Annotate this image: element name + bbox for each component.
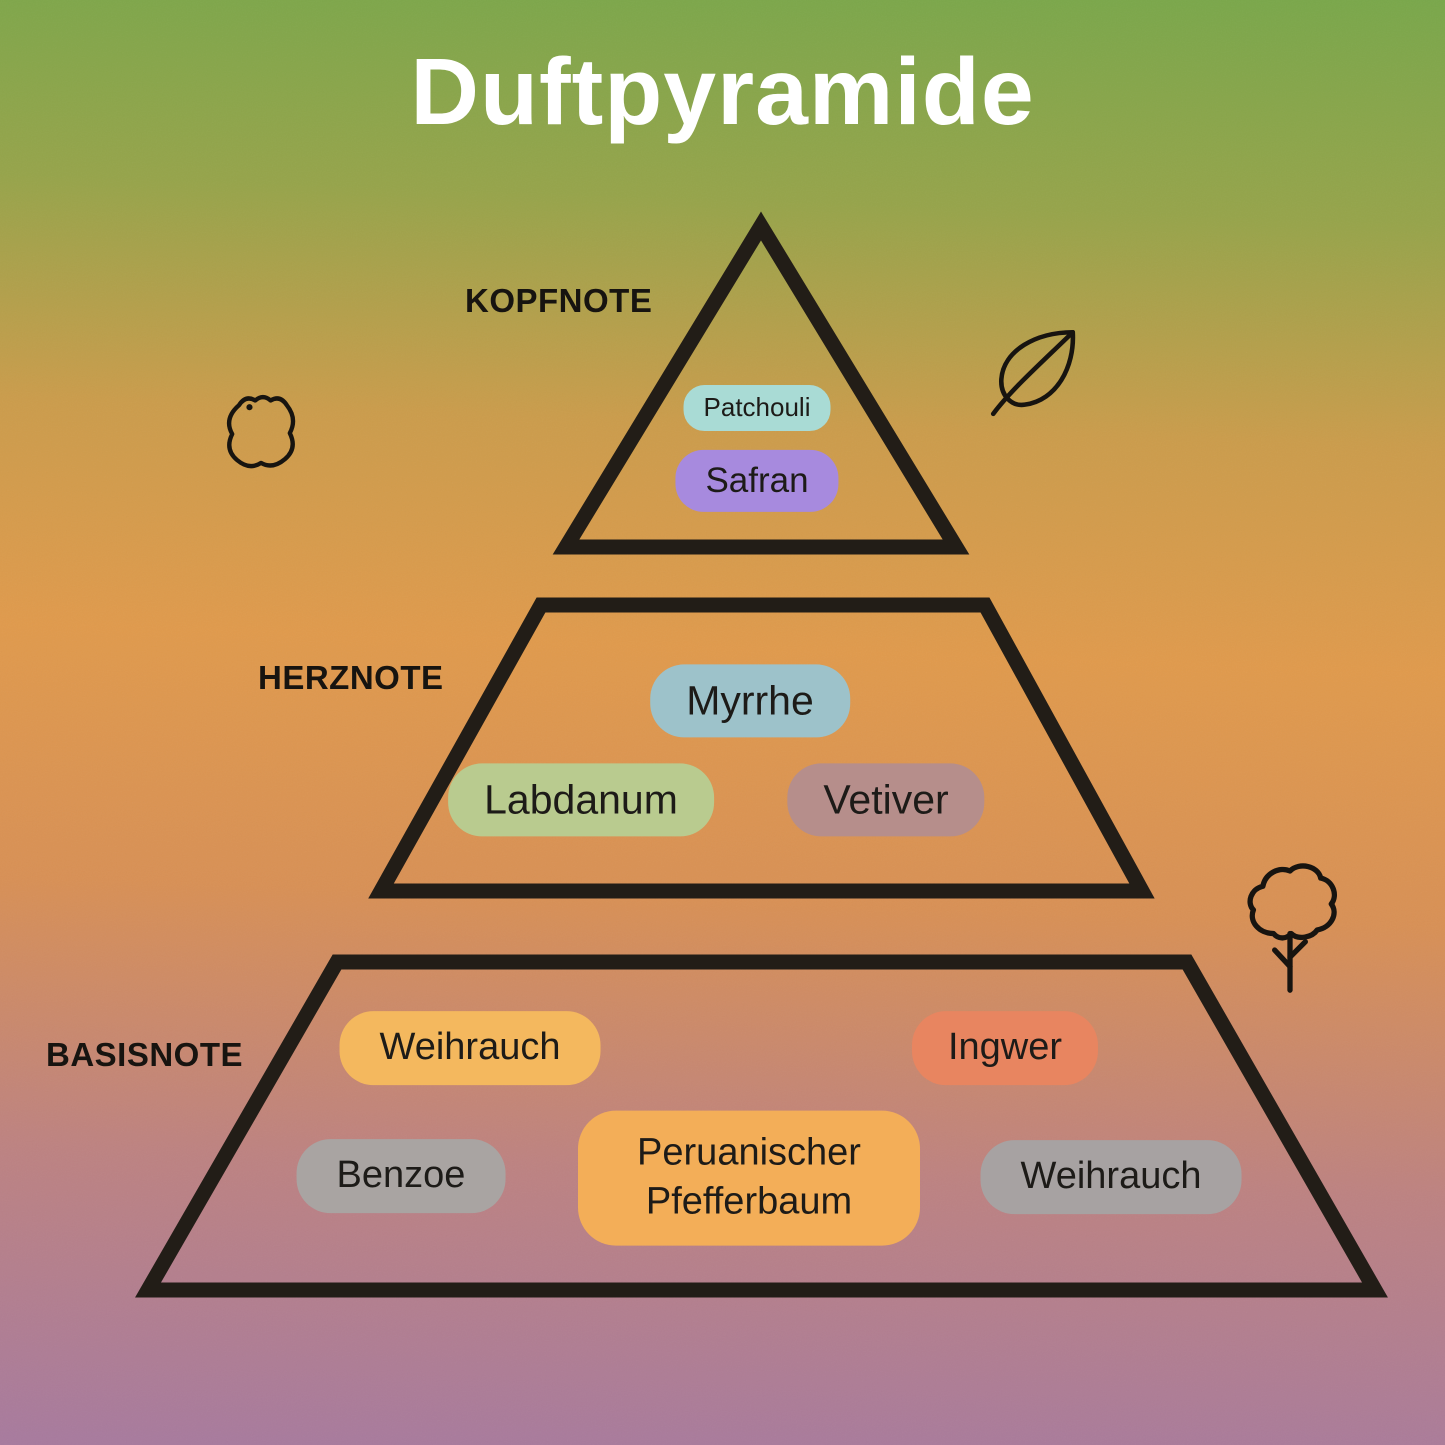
note-pill-patchouli: Patchouli xyxy=(683,385,831,431)
basisnote-trapezoid xyxy=(135,954,1388,1298)
note-pill-peruanischer-pfefferbaum: Peruanischer Pfefferbaum xyxy=(578,1110,920,1246)
note-pill-weihrauch-orange: Weihrauch xyxy=(339,1011,601,1085)
page-title: Duftpyramide xyxy=(410,39,1035,145)
note-pill-ingwer: Ingwer xyxy=(911,1011,1099,1085)
note-pill-safran: Safran xyxy=(675,449,839,513)
leather-icon xyxy=(213,388,309,492)
herznote-trapezoid xyxy=(368,597,1155,899)
level-label-herznote: HERZNOTE xyxy=(258,659,444,696)
note-pill-weihrauch-gray: Weihrauch xyxy=(980,1140,1242,1214)
leaf-icon xyxy=(983,320,1085,420)
tree-icon xyxy=(1231,858,1349,1004)
note-pill-myrrhe: Myrrhe xyxy=(650,664,850,738)
note-pill-vetiver: Vetiver xyxy=(787,763,985,837)
level-label-basisnote: BASISNOTE xyxy=(46,1036,244,1073)
note-pill-benzoe: Benzoe xyxy=(296,1139,506,1213)
note-pill-labdanum: Labdanum xyxy=(448,763,714,837)
level-label-kopfnote: KOPFNOTE xyxy=(465,282,653,319)
kopfnote-triangle xyxy=(552,211,970,555)
